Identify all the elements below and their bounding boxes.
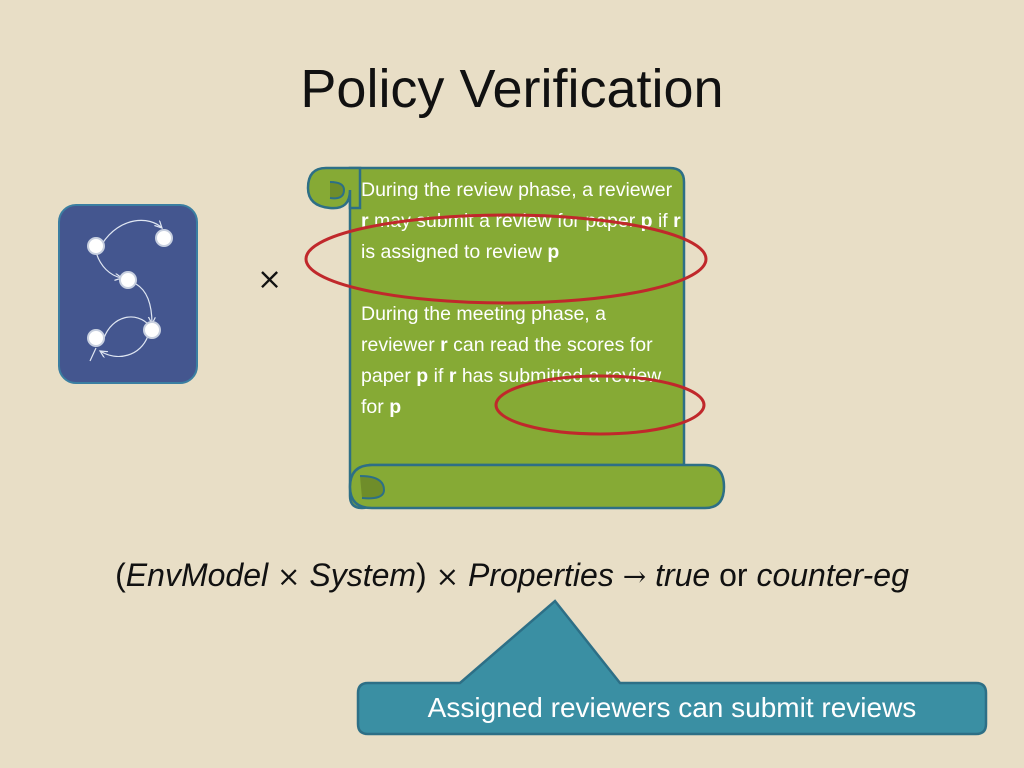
formula-counter-eg: counter-eg [756, 557, 909, 593]
formula-close-paren: ) [416, 557, 427, 593]
slide-title: Policy Verification [300, 59, 724, 119]
callout-label: Assigned reviewers can submit reviews [427, 692, 917, 723]
rule2-var-r: r [440, 334, 448, 356]
formula-times-1: × [268, 560, 310, 593]
formula-times-2: × [426, 560, 468, 593]
rule2-var-r2: r [448, 365, 457, 387]
state-machine-diagram [58, 204, 198, 384]
rule2-text-2: can read the scores for paper [361, 334, 653, 387]
formula-open-paren: ( [115, 557, 126, 593]
rule2-text-3: if [428, 365, 449, 387]
formula-true: true [655, 557, 711, 593]
verification-formula: (EnvModel × System) × Properties → true … [0, 557, 1024, 594]
formula-properties: Properties [467, 557, 614, 593]
formula-envmodel: EnvModel [125, 557, 269, 593]
formula-system: System [309, 557, 417, 593]
state-graph-icon [87, 219, 173, 362]
rule1-text-1: During the review phase, a reviewer [361, 179, 673, 201]
formula-or: or [710, 557, 757, 593]
rule2-var-p: p [416, 365, 429, 387]
formula-arrow: → [613, 560, 656, 593]
rule2-var-p2: p [389, 396, 402, 418]
times-symbol: × [257, 262, 283, 297]
rule2-text-1: During the meeting phase, a reviewer [361, 303, 606, 356]
